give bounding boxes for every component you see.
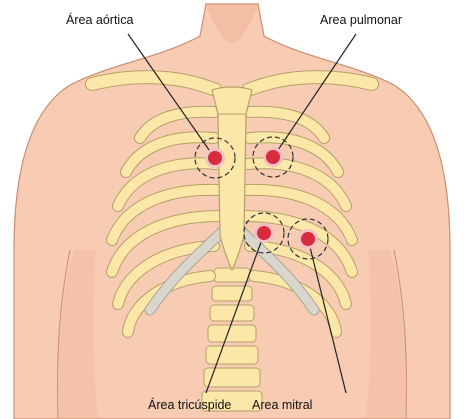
label-aortic: Área aórtica bbox=[66, 12, 133, 27]
dot-aortic bbox=[208, 151, 222, 165]
label-mitral: Area mitral bbox=[252, 398, 312, 412]
vertebra bbox=[204, 368, 260, 387]
vertebra bbox=[210, 305, 254, 321]
dot-tricuspid bbox=[257, 226, 271, 240]
label-pulmonary: Area pulmonar bbox=[320, 13, 402, 27]
vertebra bbox=[208, 325, 256, 342]
dot-pulmonary bbox=[266, 150, 280, 164]
dot-mitral bbox=[301, 232, 315, 246]
vertebra bbox=[212, 286, 252, 301]
vertebra bbox=[206, 346, 258, 364]
label-tricuspid: Área tricúspide bbox=[148, 397, 231, 412]
